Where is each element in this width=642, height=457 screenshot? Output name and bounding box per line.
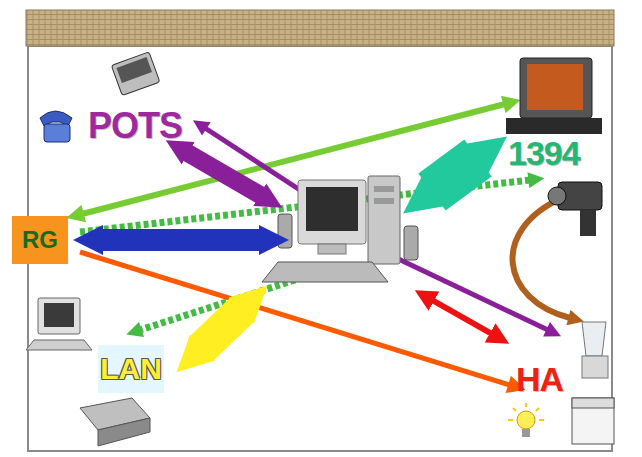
lan-screen xyxy=(44,303,74,327)
house-roof xyxy=(26,10,614,46)
pc-speaker xyxy=(404,226,418,260)
pc-speaker xyxy=(278,214,292,248)
brown-arrow xyxy=(513,198,570,318)
tv-icon xyxy=(506,58,602,134)
tv-body xyxy=(520,58,592,118)
pc-monitor xyxy=(298,180,366,244)
printer-front xyxy=(98,418,150,446)
camcorder-grip xyxy=(580,210,596,236)
blue-double-arrow xyxy=(100,229,262,251)
lan-monitor xyxy=(38,298,80,334)
device-group-box: RG xyxy=(12,216,68,264)
pc-tower xyxy=(368,176,400,264)
teal-double-arrow xyxy=(432,158,478,192)
lan-keyboard xyxy=(26,340,92,350)
bulb-rays xyxy=(508,403,544,420)
vcr-body xyxy=(506,118,602,134)
blender-jar xyxy=(582,322,606,356)
pc-drive xyxy=(374,186,394,192)
pc-stand xyxy=(318,244,346,254)
tv-screen xyxy=(527,64,583,110)
camcorder-lens xyxy=(548,187,566,205)
blender-base xyxy=(582,356,608,378)
printer-icon xyxy=(80,398,150,446)
modem-panel xyxy=(116,57,152,83)
orange-arrow xyxy=(80,252,510,385)
phone-base xyxy=(44,124,70,142)
blender-icon xyxy=(582,322,608,378)
modem-body xyxy=(111,52,160,96)
bulb-glass xyxy=(517,411,535,429)
washer-icon xyxy=(572,398,614,444)
central-pc xyxy=(262,176,418,282)
yellow-double-arrow xyxy=(200,308,244,350)
lan-computer-icon xyxy=(26,298,92,350)
telephone-icon xyxy=(40,111,72,142)
red-double-arrow xyxy=(432,300,492,334)
interface-label: HA xyxy=(516,362,563,396)
pc-screen xyxy=(306,187,358,231)
bulb-base xyxy=(522,429,530,437)
pc-drive xyxy=(374,198,394,204)
group-name: LAN xyxy=(100,354,162,384)
modem-icon xyxy=(111,52,160,96)
bulb-icon xyxy=(508,403,544,437)
house-wall xyxy=(28,46,612,451)
washer-panel xyxy=(572,398,614,408)
washer-body xyxy=(572,398,614,444)
lime-arrow xyxy=(82,104,505,214)
camcorder-icon xyxy=(548,182,602,236)
pc-keyboard xyxy=(262,262,388,282)
interface-label: POTS xyxy=(88,108,182,144)
interface-label: 1394 xyxy=(508,136,580,170)
group-name: RG xyxy=(22,228,58,252)
device-group-box: LAN xyxy=(98,345,164,393)
purple-double-arrow xyxy=(186,152,262,196)
